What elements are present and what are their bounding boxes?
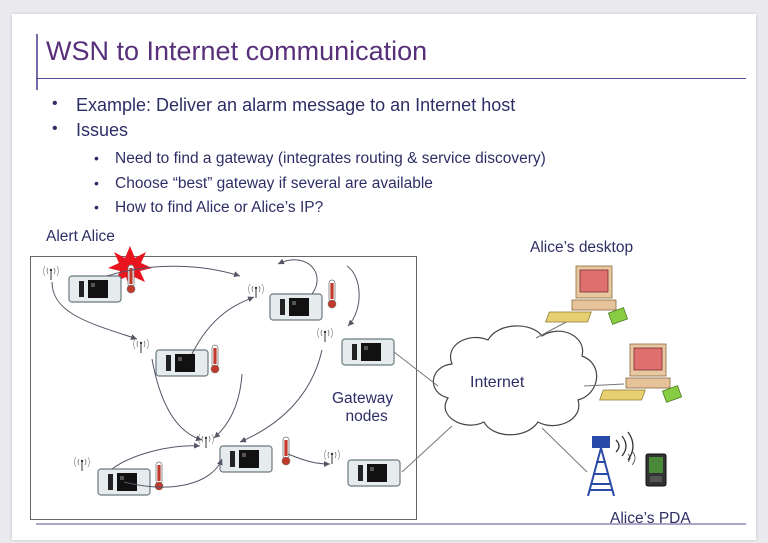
gateway-node [324, 449, 401, 487]
sensor-node [133, 338, 220, 377]
gateway-node [317, 327, 395, 366]
pda-icon [645, 453, 667, 487]
network-diagram [36, 246, 746, 525]
internet-links [393, 318, 625, 473]
sensor-node [74, 456, 164, 496]
gateway-label-line: Gateway [332, 390, 394, 407]
desktop-label: Alice’s desktop [530, 239, 634, 256]
gateway-label-line: nodes [345, 408, 388, 425]
title-underline [36, 78, 746, 79]
radio-tower-icon [587, 431, 634, 497]
sub-bullet-list: Need to find a gateway (integrates routi… [92, 150, 546, 224]
internet-cloud [432, 325, 598, 436]
sub-bullet-item: Need to find a gateway (integrates routi… [92, 150, 546, 175]
slide: WSN to Internet communication Example: D… [12, 14, 756, 540]
desktop-computer-icon [545, 265, 628, 325]
desktop-computer-icon [599, 343, 682, 403]
bullet-list: Example: Deliver an alarm message to an … [50, 95, 515, 145]
sub-bullet-item: How to find Alice or Alice’s IP? [92, 199, 546, 224]
pda-label: Alice’s PDA [610, 510, 691, 527]
sensor-node-alarm [43, 246, 152, 303]
gateway-label: Gateway nodes [332, 390, 393, 426]
pda-signal-icon [627, 450, 636, 466]
bullet-item: Issues [50, 120, 515, 145]
sub-bullet-item: Choose “best” gateway if several are ava… [92, 175, 546, 200]
sensor-network-box [30, 256, 417, 520]
bullet-item: Example: Deliver an alarm message to an … [50, 95, 515, 120]
sensor-node [248, 279, 337, 321]
slide-title: WSN to Internet communication [46, 36, 428, 66]
alert-alice-label: Alert Alice [46, 228, 115, 245]
internet-label: Internet [470, 374, 525, 391]
routing-arrows [51, 258, 360, 488]
title-accent-bar [36, 34, 38, 90]
